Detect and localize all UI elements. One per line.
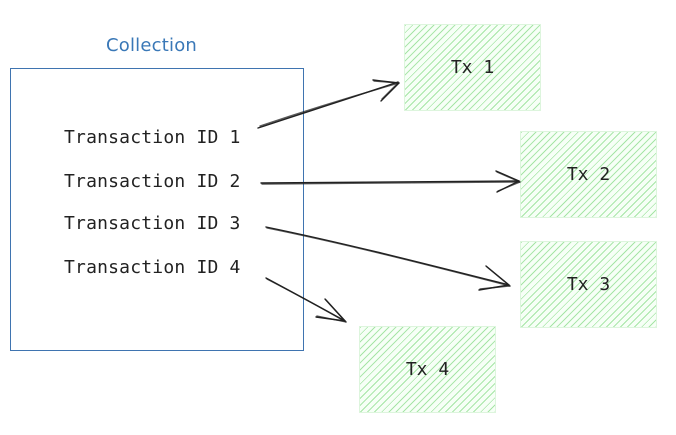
collection-box — [10, 68, 304, 351]
tx-1-box: Tx 1 — [404, 24, 541, 111]
tx-1-label: Tx 1 — [450, 57, 495, 78]
tx-2-label: Tx 2 — [566, 164, 611, 185]
tx-2-box: Tx 2 — [520, 131, 657, 218]
tx-3-label: Tx 3 — [566, 274, 611, 295]
tx-4-box: Tx 4 — [359, 326, 496, 413]
transaction-id-4-label: Transaction ID 4 — [64, 257, 241, 278]
transaction-id-3-label: Transaction ID 3 — [64, 213, 241, 234]
tx-4-label: Tx 4 — [405, 359, 450, 380]
tx-3-box: Tx 3 — [520, 241, 657, 328]
collection-title: Collection — [106, 35, 198, 56]
transaction-id-2-label: Transaction ID 2 — [64, 171, 241, 192]
transaction-id-1-label: Transaction ID 1 — [64, 127, 241, 148]
